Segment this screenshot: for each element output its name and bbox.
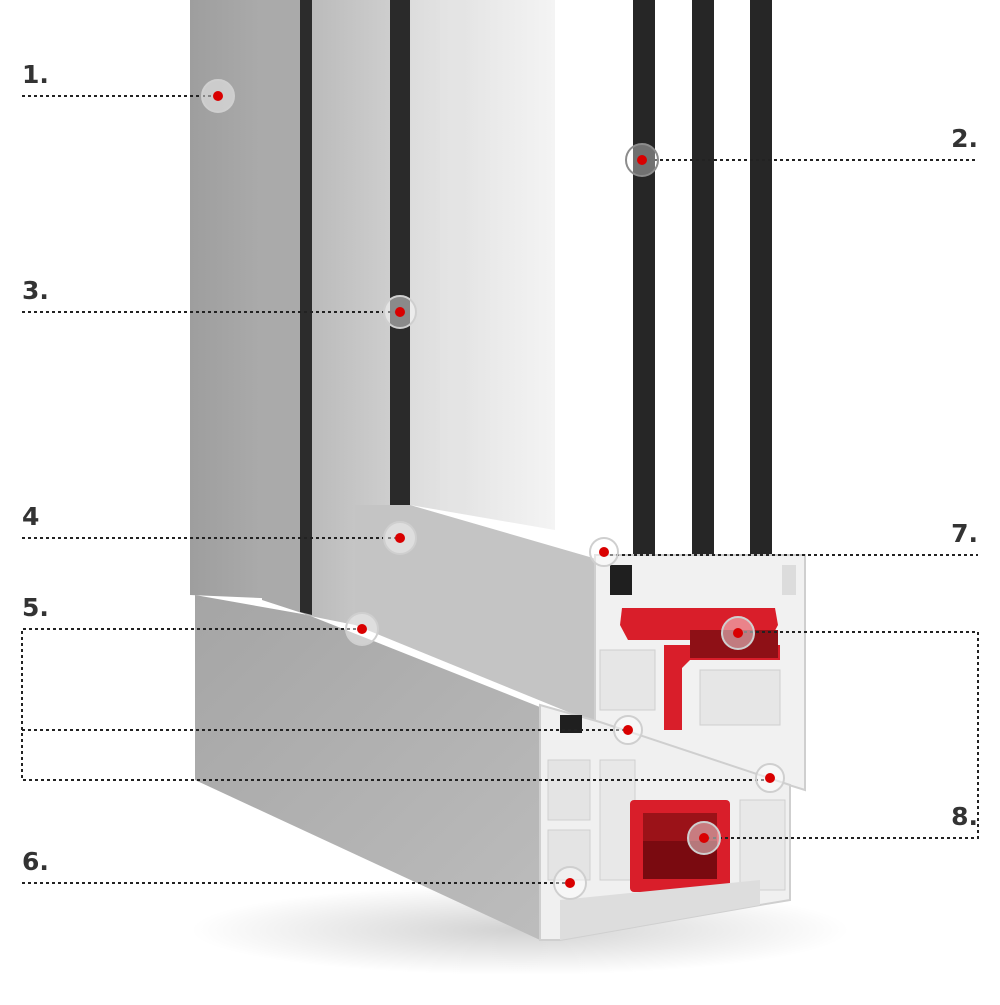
marker-3: [383, 295, 417, 329]
glass-reflection: [440, 0, 470, 510]
marker-5-upper: [345, 612, 379, 646]
marker-1: [201, 79, 235, 113]
frame-chamber-right: [739, 799, 786, 891]
marker-8-lower: [687, 821, 721, 855]
leader-line-5-outer: [21, 628, 770, 781]
sash-vertical: [305, 0, 395, 625]
label-7: 7.: [951, 519, 978, 548]
label-8: 8.: [951, 802, 978, 831]
label-3: 3.: [22, 276, 49, 305]
sash-bottom: [355, 505, 600, 725]
glazing-gasket: [390, 0, 410, 505]
marker-7: [589, 537, 619, 567]
label-4: 4: [22, 502, 40, 531]
marker-4: [383, 521, 417, 555]
marker-5-middle: [613, 715, 643, 745]
label-5: 5.: [22, 593, 49, 622]
leader-line-8: [704, 631, 979, 839]
frame-chamber-center: [599, 759, 636, 881]
label-6: 6.: [22, 847, 49, 876]
outer-frame-inner-face: [262, 0, 308, 615]
frame-bottom-edge: [560, 880, 760, 940]
gasket-strip: [300, 0, 312, 615]
frame-chamber-left: [547, 759, 591, 821]
marker-6: [553, 866, 587, 900]
marker-2: [625, 143, 659, 177]
sash-chamber-left: [599, 649, 656, 711]
sash-chamber-edge: [782, 565, 796, 595]
sash-chamber-middle: [699, 669, 781, 726]
glass-pane-1: [633, 0, 655, 590]
label-2: 2.: [951, 124, 978, 153]
glass-pane-2: [692, 0, 714, 590]
frame-chamber-left-lower: [547, 829, 591, 881]
marker-5-lower: [755, 763, 785, 793]
leader-lines: [21, 95, 979, 884]
glass-pane-3: [750, 0, 772, 590]
marker-8-upper: [721, 616, 755, 650]
frame-gasket: [560, 715, 582, 733]
glass-surface: [390, 0, 555, 530]
sash-gasket: [610, 565, 632, 595]
label-1: 1.: [22, 60, 49, 89]
outer-frame-bottom: [195, 595, 560, 940]
markers: [201, 79, 785, 900]
